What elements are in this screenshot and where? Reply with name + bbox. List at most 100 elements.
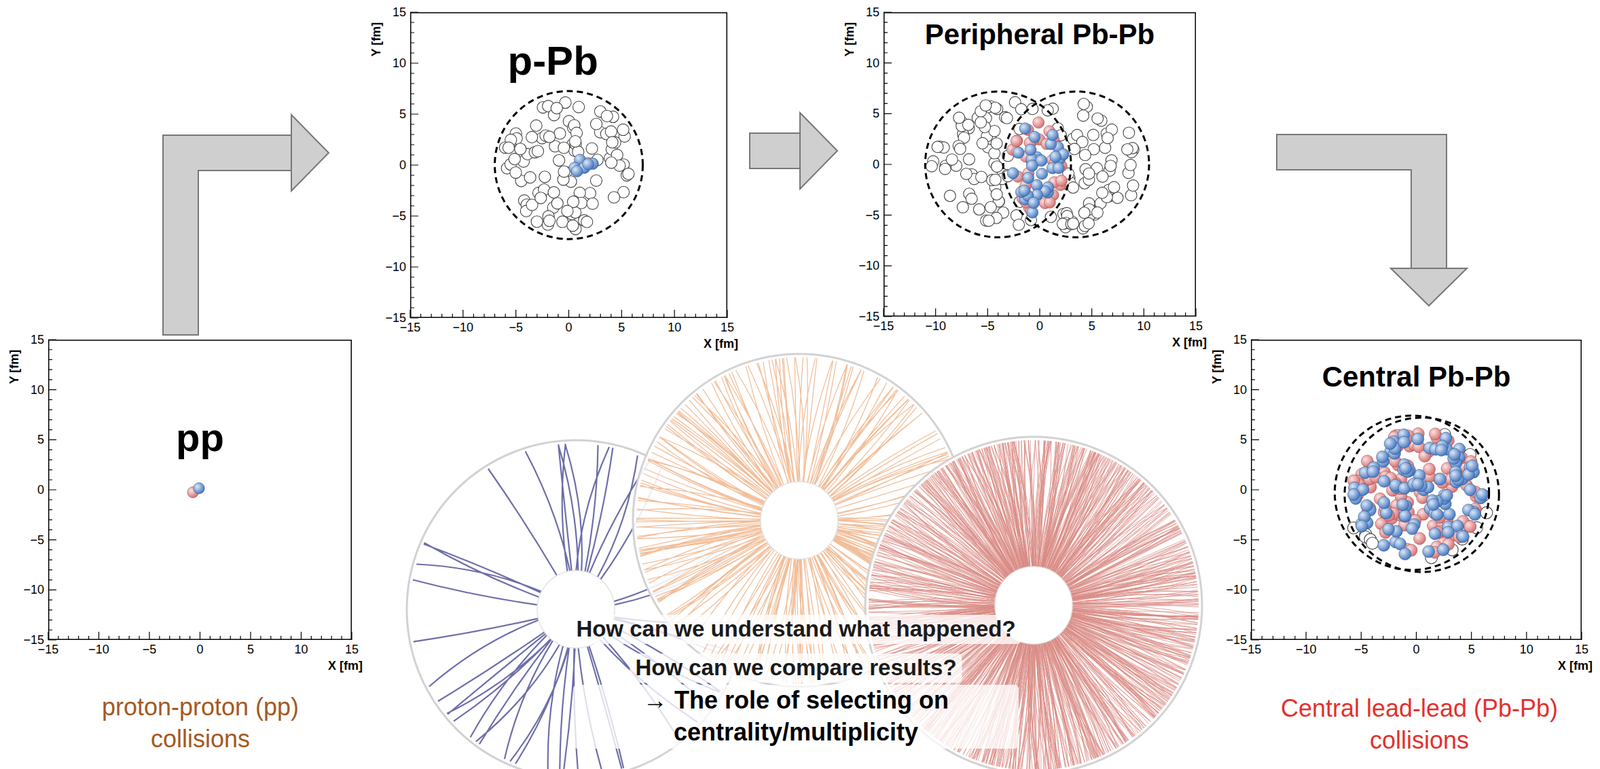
spectator-nucleon (960, 167, 972, 180)
spectator-nucleon (556, 215, 569, 228)
spectator-nucleon (1092, 112, 1104, 125)
tick-label: 10 (294, 642, 308, 657)
tick-label: −15 (873, 319, 895, 334)
spectator-nucleon (963, 153, 976, 166)
arrow-head (291, 114, 329, 191)
spectator-nucleon (939, 162, 951, 175)
question-text: How can we understand what happened? (570, 614, 1021, 644)
spectator-nucleon (581, 215, 593, 228)
tick-label: −15 (400, 320, 422, 335)
participant-nucleon (1396, 498, 1410, 511)
spectator-nucleon (1102, 132, 1114, 144)
arrow-head (800, 112, 838, 189)
tick-label: 10 (392, 56, 407, 71)
spectator-nucleon (1124, 158, 1137, 171)
spectator-nucleon (514, 143, 527, 155)
tick-label: −5 (980, 319, 995, 334)
spectator-nucleon (524, 171, 536, 184)
beam-pipe-hole (760, 481, 839, 559)
spectator-nucleon (531, 145, 544, 157)
tick-label: −10 (23, 582, 45, 597)
arrow-outline (749, 132, 802, 170)
participant-nucleon (1360, 499, 1374, 512)
nucleus-outline (1334, 415, 1489, 570)
participant-nucleon (1377, 496, 1391, 509)
spectator-nucleon (925, 160, 938, 172)
participant-nucleon (1428, 527, 1442, 540)
arrow-head (1390, 268, 1467, 306)
spectator-nucleon (1079, 149, 1091, 161)
participant-nucleon (1032, 116, 1045, 129)
plot-panel: Central Pb-PbY [fm]X [fm]151050−5−10−15−… (1210, 339, 1596, 681)
spectator-nucleon (590, 174, 602, 187)
tick-label: −10 (1295, 642, 1317, 657)
spectator-nucleon (558, 165, 570, 178)
participant-nucleon (1377, 539, 1391, 552)
tick-label: 15 (392, 5, 407, 20)
spectator-nucleon (1001, 112, 1013, 124)
participant-nucleon (1036, 167, 1048, 180)
spectator-nucleon (601, 110, 613, 122)
spectator-nucleon (1123, 126, 1135, 139)
spectator-nucleon (508, 153, 521, 166)
plot-panel: Peripheral Pb-PbY [fm]X [fm]151050−5−10−… (842, 12, 1210, 358)
tick-label: 15 (865, 5, 880, 20)
tick-label: 15 (1233, 332, 1247, 348)
spectator-nucleon (990, 137, 1003, 150)
tick-label: 0 (37, 482, 45, 498)
spectator-nucleon (1121, 143, 1134, 156)
tick-label: 15 (344, 642, 359, 657)
participant-nucleon (1398, 435, 1411, 449)
participant-nucleon (1047, 129, 1059, 141)
tick-label: −10 (858, 258, 880, 274)
spectator-nucleon (561, 205, 574, 217)
nucleon-plot (883, 12, 1196, 317)
tick-label: 15 (720, 320, 735, 335)
participant-nucleon (1018, 184, 1031, 197)
tick-label: 0 (1412, 642, 1420, 657)
participant-nucleon (1028, 131, 1041, 143)
participant-nucleon (1398, 510, 1412, 523)
spectator-nucleon (1087, 129, 1099, 141)
participant-nucleon (1429, 427, 1442, 441)
tick-label: 5 (1468, 642, 1476, 657)
participant-nucleon (1449, 469, 1462, 482)
participant-nucleon (1434, 472, 1447, 485)
spectator-nucleon (1092, 206, 1104, 218)
axis-title: X [fm] (1172, 335, 1207, 350)
tick-label: 5 (247, 642, 254, 657)
tick-label: 10 (1519, 642, 1534, 657)
spectator-nucleon (975, 171, 988, 183)
spectator-nucleon (502, 141, 515, 154)
participant-nucleon (571, 165, 583, 177)
tick-label: 10 (865, 55, 880, 70)
spectator-nucleon (976, 137, 989, 149)
spectator-nucleon (1013, 218, 1025, 231)
tick-label: −15 (1240, 642, 1262, 657)
participant-nucleon (1442, 526, 1455, 539)
nucleus-outline (1344, 417, 1499, 572)
participant-nucleon (1056, 175, 1068, 187)
spectator-nucleon (567, 220, 579, 232)
spectator-nucleon (606, 136, 618, 149)
tick-label: −10 (924, 319, 947, 334)
tick-label: −10 (452, 320, 475, 335)
axis-title: X [fm] (1557, 658, 1593, 674)
participant-nucleon (1413, 532, 1426, 545)
tick-label: 10 (1136, 319, 1151, 334)
participant-nucleon (1028, 196, 1040, 209)
spectator-nucleon (931, 141, 944, 153)
spectator-nucleon (1127, 179, 1139, 192)
participant-nucleon (1347, 488, 1360, 501)
axis-title: Y [fm] (842, 22, 858, 58)
participant-nucleon (1406, 522, 1419, 535)
spectator-nucleon (569, 135, 581, 147)
tick-label: 0 (399, 158, 407, 173)
spectator-nucleon (953, 112, 966, 124)
spectator-nucleon (608, 191, 621, 204)
spectator-nucleon (584, 187, 596, 199)
spectator-nucleon (605, 156, 618, 169)
tick-label: 15 (30, 332, 45, 348)
nucleus-outline (924, 91, 1071, 238)
